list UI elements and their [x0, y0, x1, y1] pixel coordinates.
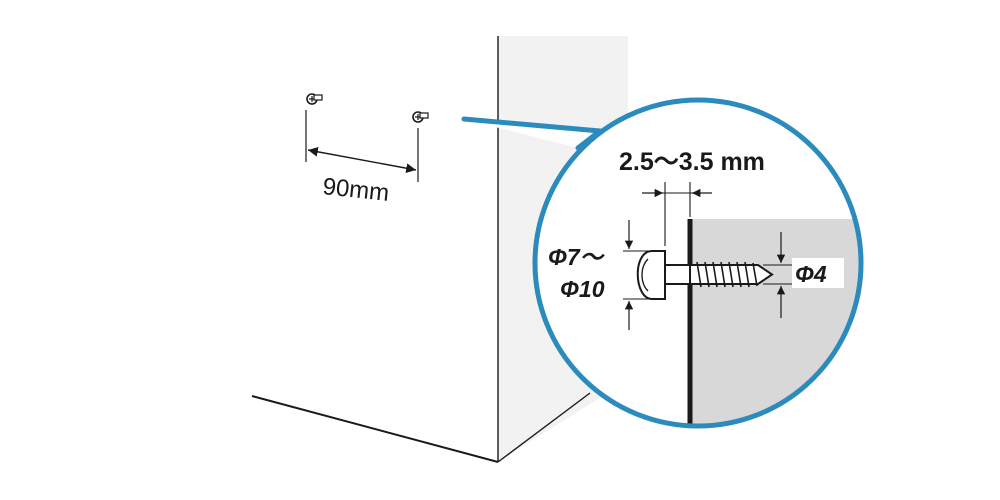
protrusion-label: 2.5～3.5 mm: [619, 148, 765, 176]
cabinet-side-floor-line: [497, 392, 591, 463]
protrusion-dimension: 2.5～3.5 mm: [619, 148, 765, 246]
spacing-dimension: 90mm: [305, 110, 419, 207]
zoom-circle-border: [532, 97, 864, 429]
cabinet-floor-line: [251, 395, 499, 463]
head-diameter-dimension: Φ7～ Φ10: [548, 220, 652, 330]
shaft-diameter-label: Φ4: [795, 261, 827, 287]
screw-right-icon: [412, 111, 429, 123]
spacing-label: 90mm: [321, 173, 390, 207]
head-diameter-label-line2: Φ10: [560, 276, 605, 302]
head-diameter-label-line1: Φ7～: [548, 244, 606, 270]
shaft-diameter-dimension: Φ4: [763, 232, 844, 318]
screw-left-icon: [306, 93, 323, 105]
